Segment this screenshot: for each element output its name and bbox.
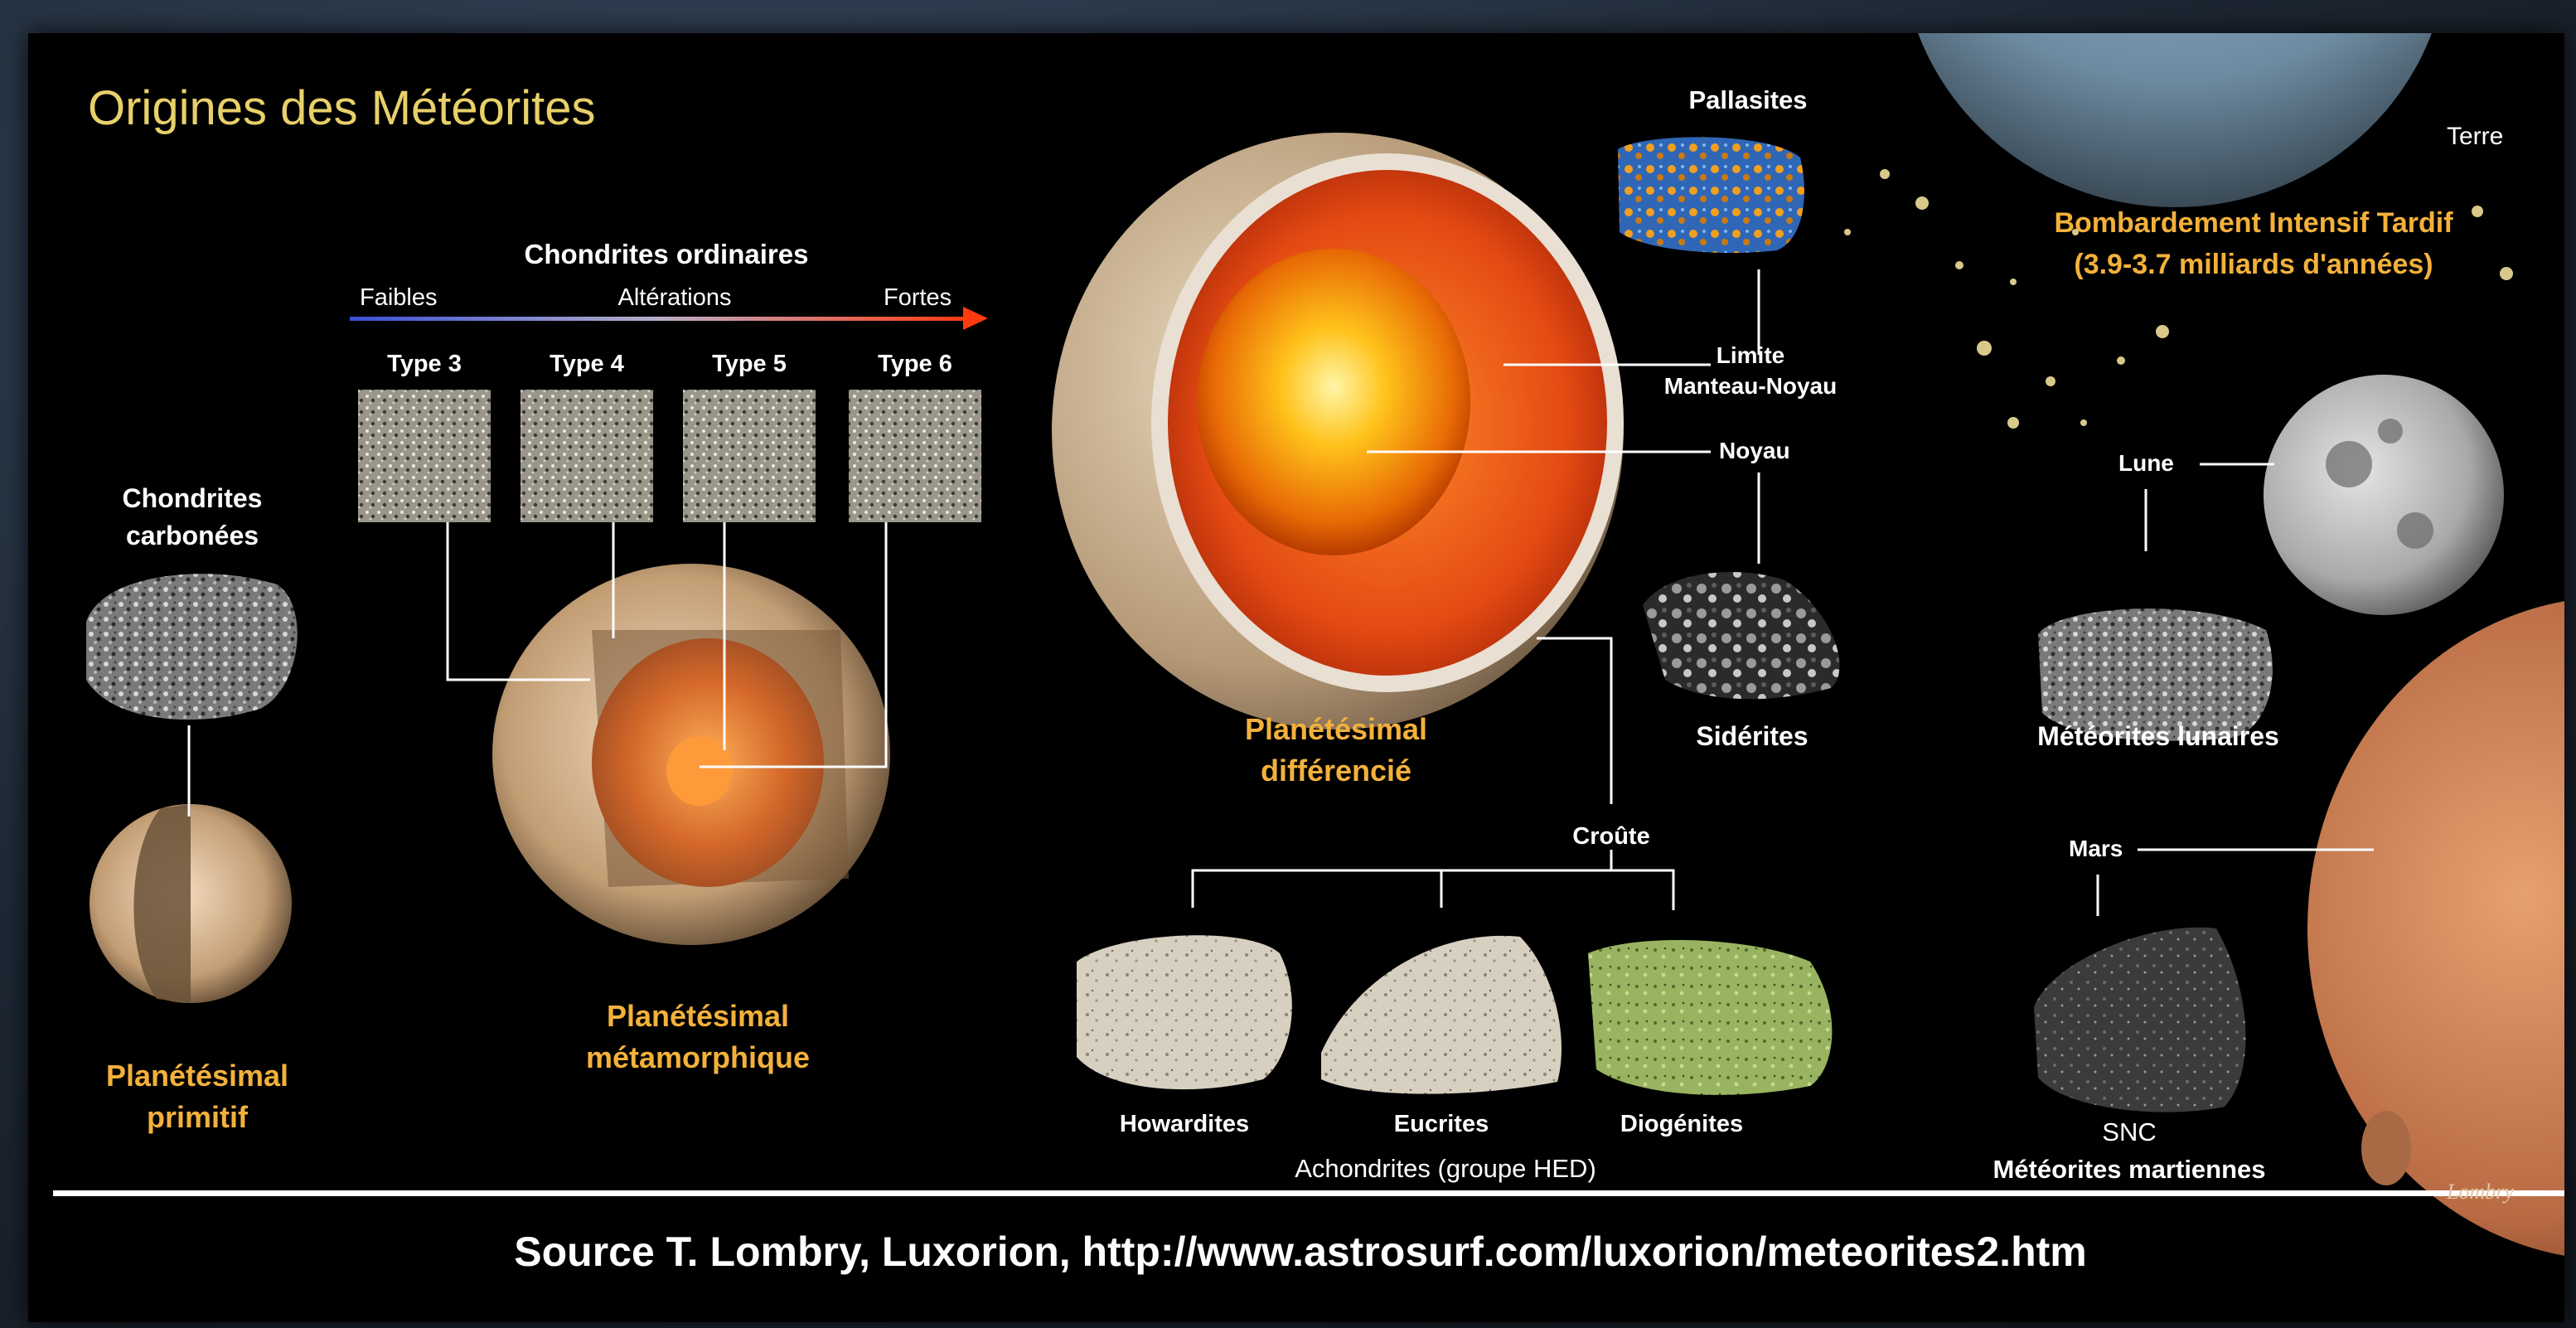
lune-label: Lune	[2118, 452, 2174, 475]
bombardement-line1: Bombardement Intensif Tardif	[2054, 209, 2453, 237]
pallasite-rock	[1618, 137, 1804, 253]
scale-label-alterations: Altérations	[617, 286, 731, 310]
martian-meteorite-rock	[2034, 928, 2245, 1112]
type-6-label: Type 6	[878, 352, 952, 376]
mars-label: Mars	[2069, 837, 2123, 860]
diogenite-rock	[1588, 940, 1832, 1095]
howardite-rock	[1077, 935, 1292, 1089]
separator-line	[53, 1190, 2564, 1196]
howardites-label: Howardites	[1120, 1112, 1249, 1137]
planetesimal-metamorphique-line2: métamorphique	[586, 1043, 810, 1073]
moon-image	[2264, 375, 2504, 615]
type-4-texture	[521, 390, 653, 522]
scale-label-faibles: Faibles	[360, 286, 438, 310]
achondrites-label: Achondrites (groupe HED)	[1295, 1156, 1596, 1181]
planetesimal-primitif-line2: primitif	[147, 1103, 248, 1132]
terre-label: Terre	[2447, 124, 2503, 149]
eucrites-label: Eucrites	[1394, 1112, 1489, 1137]
pallasites-label: Pallasites	[1688, 87, 1807, 113]
diogenites-label: Diogénites	[1620, 1112, 1743, 1137]
planetesimal-primitif-line1: Planétésimal	[106, 1061, 288, 1091]
mars-image	[2307, 597, 2564, 1260]
croute-label: Croûte	[1572, 825, 1649, 849]
type-5-label: Type 5	[712, 352, 787, 376]
carbonaceous-chondrite-rock	[86, 574, 298, 720]
chondrites-carbonees-line1: Chondrites	[123, 485, 263, 511]
limite-label-line1: Limite	[1717, 344, 1784, 367]
earth-image	[1901, 33, 2448, 207]
type-3-texture	[358, 390, 491, 522]
planetesimal-differencie-line2: différencié	[1261, 756, 1411, 786]
meteorites-martiennes-label: Météorites martiennes	[1993, 1156, 2265, 1182]
meteorites-lunaires-label: Météorites lunaires	[2037, 723, 2279, 749]
scale-label-fortes: Fortes	[884, 286, 951, 310]
alteration-scale-bar	[350, 317, 967, 321]
source-credit: Source T. Lombry, Luxorion, http://www.a…	[514, 1231, 2086, 1272]
type-4-label: Type 4	[550, 352, 624, 376]
noyau-label: Noyau	[1719, 439, 1790, 463]
planetesimal-differencie-line1: Planétésimal	[1245, 715, 1427, 744]
siderite-rock	[1643, 572, 1840, 699]
infographic-board: Origines des Météorites Chondrites ordin…	[28, 33, 2564, 1322]
artist-signature: Lombry	[2447, 1181, 2514, 1203]
siderites-label: Sidérites	[1696, 723, 1808, 749]
type-6-texture	[849, 390, 981, 522]
type-5-texture	[683, 390, 816, 522]
limite-label-line2: Manteau-Noyau	[1664, 375, 1837, 398]
type-3-label: Type 3	[387, 352, 462, 376]
planetesimal-metamorphique-line1: Planétésimal	[607, 1001, 789, 1031]
page-title: Origines des Météorites	[88, 85, 595, 133]
scale-arrowhead-icon	[963, 307, 988, 330]
chondrites-ordinaires-heading: Chondrites ordinaires	[525, 240, 809, 268]
core	[1197, 249, 1470, 555]
eucrite-rock	[1321, 936, 1562, 1094]
snc-label: SNC	[2102, 1119, 2156, 1145]
chondrites-carbonees-line2: carbonées	[126, 522, 259, 549]
bombardement-line2: (3.9-3.7 milliards d'années)	[2074, 250, 2433, 279]
